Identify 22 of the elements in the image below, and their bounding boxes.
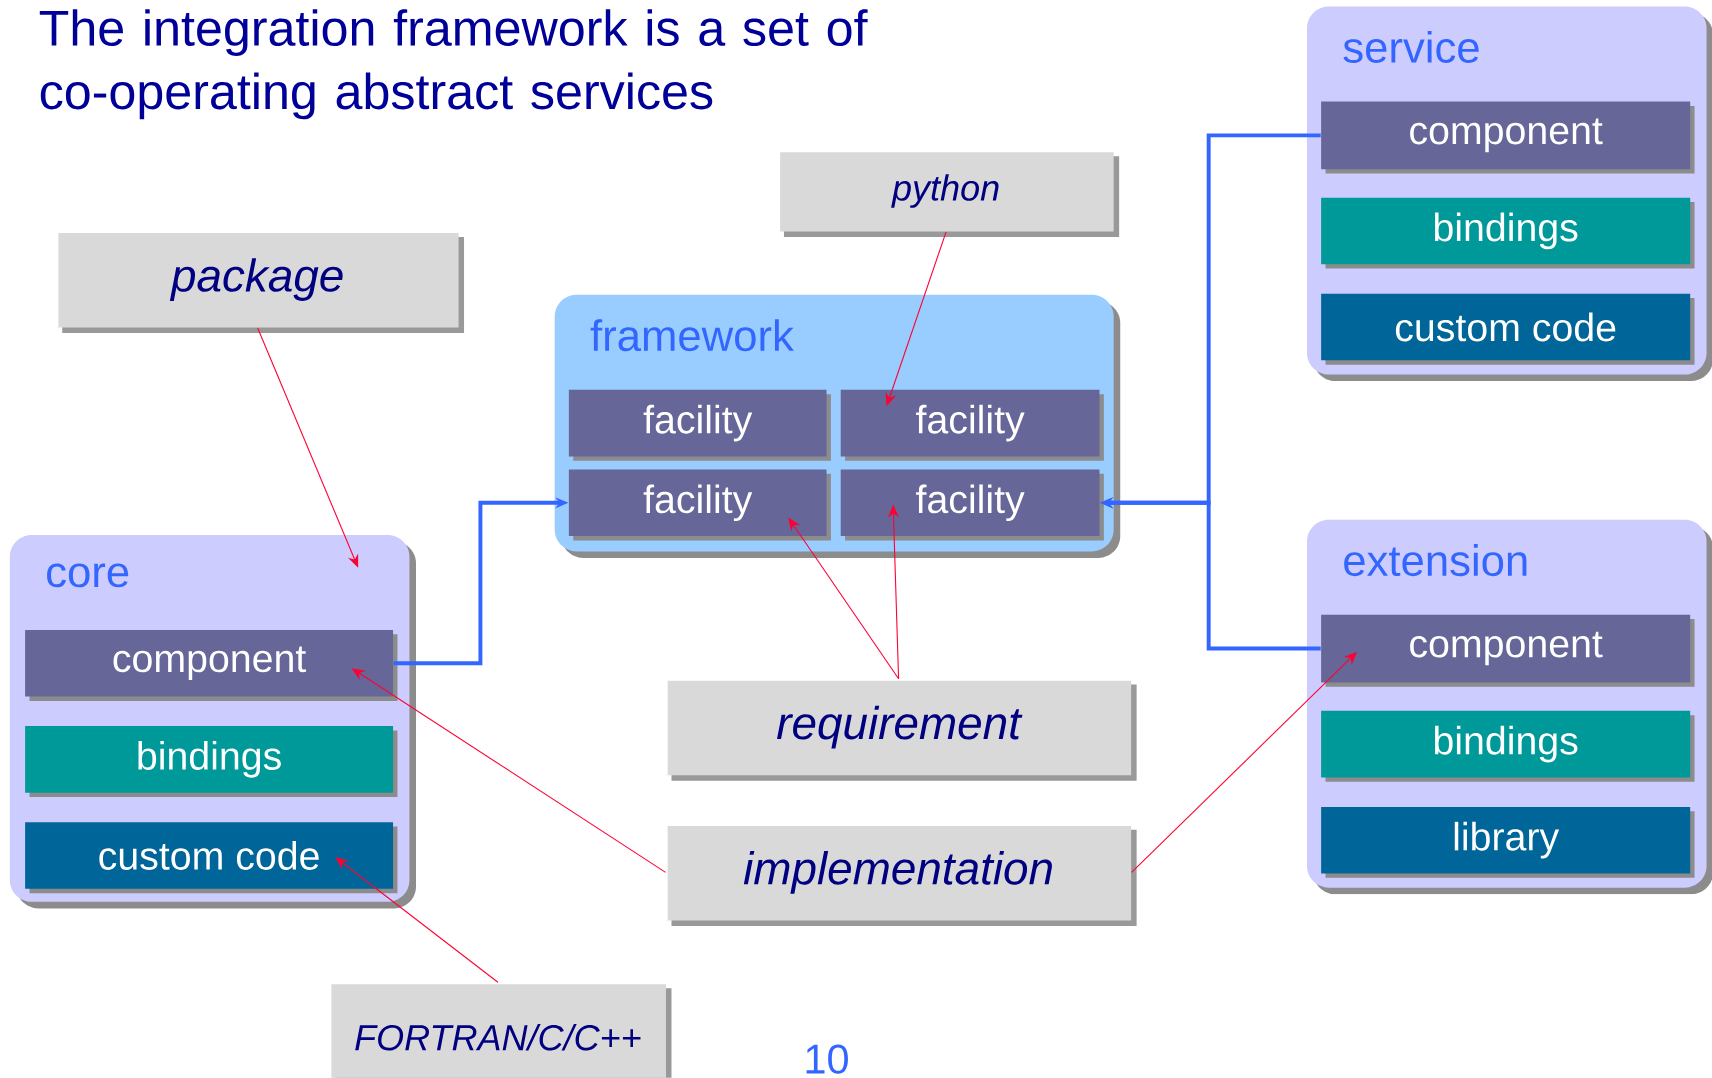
module-bar: component — [1321, 614, 1695, 687]
label-box: python — [776, 149, 1120, 238]
label-box: FORTRAN/C/C++ — [328, 981, 672, 1078]
module-bar: library — [1321, 807, 1695, 878]
module-bar: component — [1321, 101, 1695, 174]
label-box: package — [55, 230, 465, 334]
label-box: requirement — [664, 677, 1137, 781]
module-bar: bindings — [25, 726, 398, 798]
module-bar: facility — [840, 469, 1104, 541]
module-bar: custom code — [1321, 293, 1695, 365]
module-bar: facility — [568, 469, 831, 541]
module-bar: facility — [568, 389, 831, 461]
arrow — [335, 857, 499, 983]
module-bar: bindings — [1321, 197, 1695, 269]
module-bar: custom code — [25, 822, 398, 894]
module-bar: component — [25, 630, 398, 702]
label-box: implementation — [664, 822, 1137, 927]
arrow — [257, 327, 359, 568]
module-bar: bindings — [1321, 710, 1695, 782]
title: The integration framework is a set of co-operating abstract services — [39, 9, 868, 120]
module-bar: facility — [840, 389, 1104, 461]
page-number: 10 — [806, 1044, 848, 1074]
